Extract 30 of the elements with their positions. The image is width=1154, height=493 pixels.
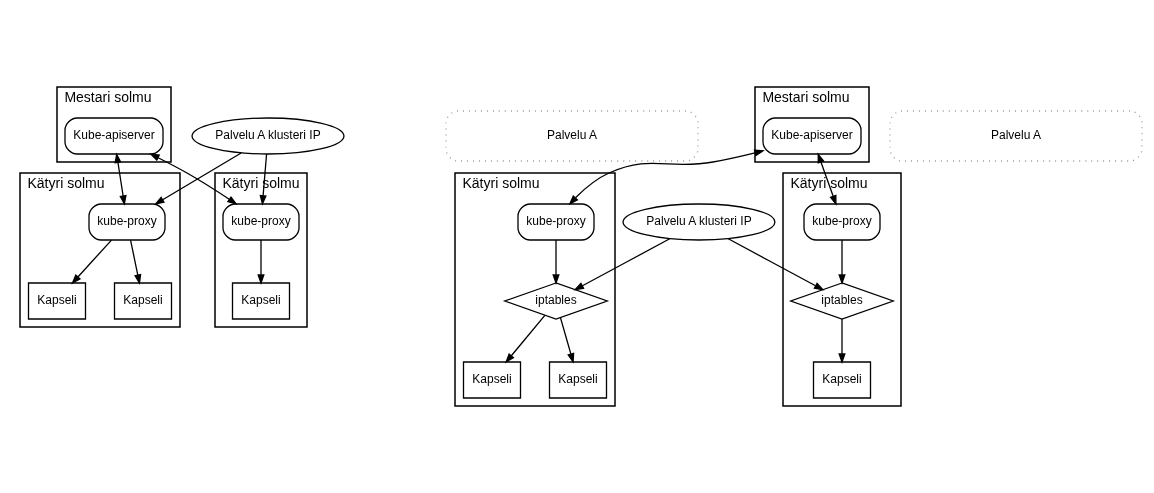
node-box: kube-proxy: [517, 203, 595, 241]
arrow: [257, 239, 265, 285]
node-box: Kapseli: [231, 282, 291, 320]
node-ellipse: Palvelu A klusteri IP: [622, 203, 776, 241]
node-box: Palvelu A: [445, 110, 699, 162]
node-box: Kapseli: [812, 361, 872, 399]
node-box: kube-proxy: [803, 203, 881, 241]
arrow: [838, 239, 846, 285]
node-box: Kapseli: [27, 282, 87, 320]
arrow: [114, 152, 127, 206]
node-box: Kapseli: [548, 361, 608, 399]
arrow: [727, 238, 825, 291]
node-ellipse: Palvelu A klusteri IP: [191, 117, 345, 155]
node-box: kube-proxy: [222, 203, 300, 241]
arrow: [568, 149, 765, 206]
arrow: [552, 239, 560, 285]
arrow: [573, 238, 671, 291]
arrow: [129, 239, 142, 285]
node-box: kube-proxy: [88, 203, 166, 241]
arrow: [559, 316, 575, 364]
node-box: Palvelu A: [889, 110, 1143, 162]
arrow: [504, 314, 546, 364]
node-box: Kapseli: [462, 361, 522, 399]
node-box: Kube-apiserver: [762, 117, 862, 155]
arrow: [817, 152, 837, 206]
node-box: Kapseli: [113, 282, 173, 320]
node-box: Kube-apiserver: [64, 117, 164, 155]
arrow: [71, 239, 113, 285]
arrow: [259, 153, 268, 206]
arrow: [838, 318, 846, 364]
